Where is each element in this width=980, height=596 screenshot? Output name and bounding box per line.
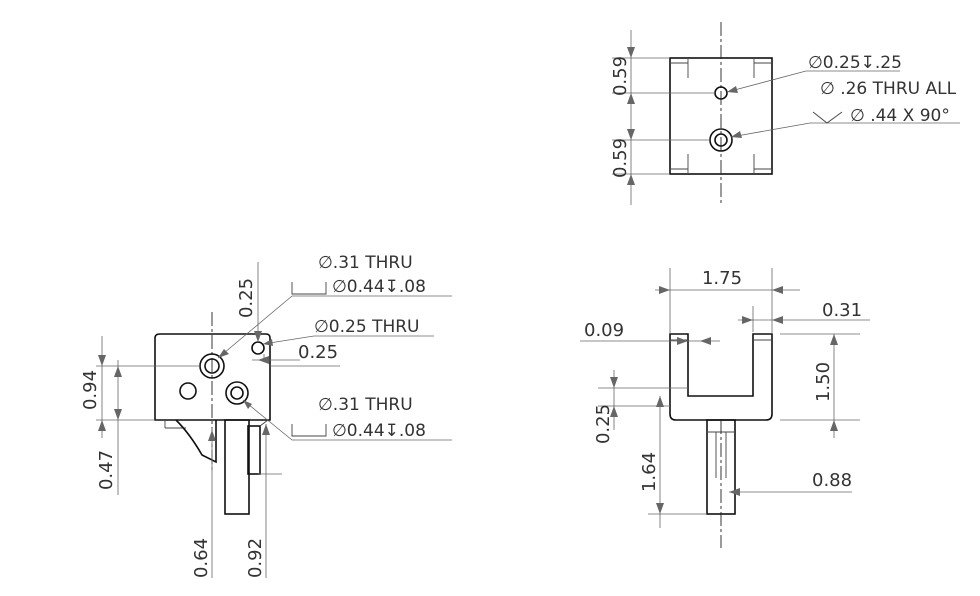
dim-front-lower: 0.47 [96,450,117,490]
dim-side-shaft-dia: 0.88 [812,470,852,491]
counterbore-icon [291,282,327,295]
dim-top-lower: 0.59 [610,138,631,178]
front-note3-line2: ∅0.44↧.08 [332,421,426,441]
counterbore-icon-2 [291,424,327,437]
dim-side-shaft-len: 1.64 [639,452,660,492]
front-view-shaft [224,419,250,515]
dim-side-tab: 0.09 [584,320,624,341]
front-note1-line1: ∅.31 THRU [318,253,413,273]
front-hole-cbore-2 [225,381,249,405]
dim-side-height: 1.50 [813,362,834,402]
top-note-line3: ∅ .44 X 90° [850,106,950,126]
dim-side-slot-wall: 0.31 [822,300,862,321]
front-hole-plain [179,382,197,400]
front-view-tab [247,425,261,475]
front-note1-line2: ∅0.44↧.08 [332,277,426,297]
top-note-line2: ∅ .26 THRU ALL [820,79,957,99]
front-note2-line1: ∅0.25 THRU [314,317,420,337]
front-view-body [154,333,271,421]
front-hole-small [251,341,265,355]
dim-front-hole-offset: 0.25 [298,342,338,363]
dim-front-bottom-left: 0.64 [191,538,212,578]
dim-side-width: 1.75 [702,268,742,289]
countersink-icon [812,111,843,124]
front-view-gusset [175,419,217,464]
dim-top-upper: 0.59 [610,56,631,96]
dim-front-bottom-right: 0.92 [245,538,266,578]
dim-front-top: 0.25 [236,278,257,318]
dim-side-base: 0.25 [593,404,614,444]
side-view: 1.75 0.31 0.09 1.50 0.25 1.64 0 [580,268,870,548]
side-view-body [669,333,773,421]
dim-front-height: 0.94 [80,370,101,410]
front-note3-line1: ∅.31 THRU [318,395,413,415]
top-note-line1: ∅0.25↧.25 [808,53,902,73]
front-view: 0.94 0.47 0.25 0.25 ∅.31 THRU ∅0.44↧.08 … [80,253,452,578]
top-view: 0.59 0.59 ∅0.25↧.25 ∅ .26 THRU ALL ∅ .44… [610,22,960,205]
